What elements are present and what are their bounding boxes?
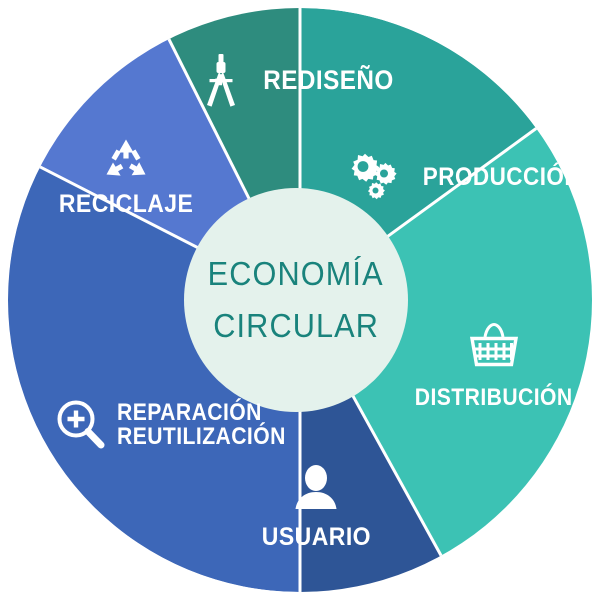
shopping-basket-icon bbox=[466, 322, 522, 368]
segment-label-reciclaje[interactable]: RECICLAJE bbox=[36, 122, 216, 232]
label-reparacion: REPARACIÓN bbox=[117, 399, 262, 426]
compass-divider-icon bbox=[198, 52, 244, 108]
label-reciclaje: RECICLAJE bbox=[58, 189, 194, 218]
label-produccion: PRODUCCIÓN bbox=[422, 162, 582, 191]
magnifier-plus-icon bbox=[55, 398, 107, 452]
segment-label-distribucion[interactable]: DISTRIBUCIÓN bbox=[404, 306, 584, 426]
segment-distribucion[interactable] bbox=[300, 128, 593, 558]
segment-label-reparacion[interactable]: REPARACIÓN REUTILIZACIÓN bbox=[52, 388, 312, 462]
segment-label-usuario[interactable]: USUARIO bbox=[226, 452, 406, 562]
segment-label-rediseno[interactable]: REDISEÑO bbox=[190, 50, 410, 110]
gears-icon bbox=[346, 151, 402, 203]
label-usuario: USUARIO bbox=[261, 522, 371, 551]
label-reparacion-stack: REPARACIÓN REUTILIZACIÓN bbox=[117, 401, 309, 449]
segment-label-produccion[interactable]: PRODUCCIÓN bbox=[351, 146, 584, 208]
center-circle bbox=[184, 188, 408, 412]
label-rediseno: REDISEÑO bbox=[263, 64, 395, 95]
recycle-icon bbox=[102, 138, 150, 182]
label-distribucion: DISTRIBUCIÓN bbox=[415, 384, 573, 411]
label-reutilizacion: REUTILIZACIÓN bbox=[117, 423, 286, 450]
user-person-icon bbox=[291, 464, 341, 511]
